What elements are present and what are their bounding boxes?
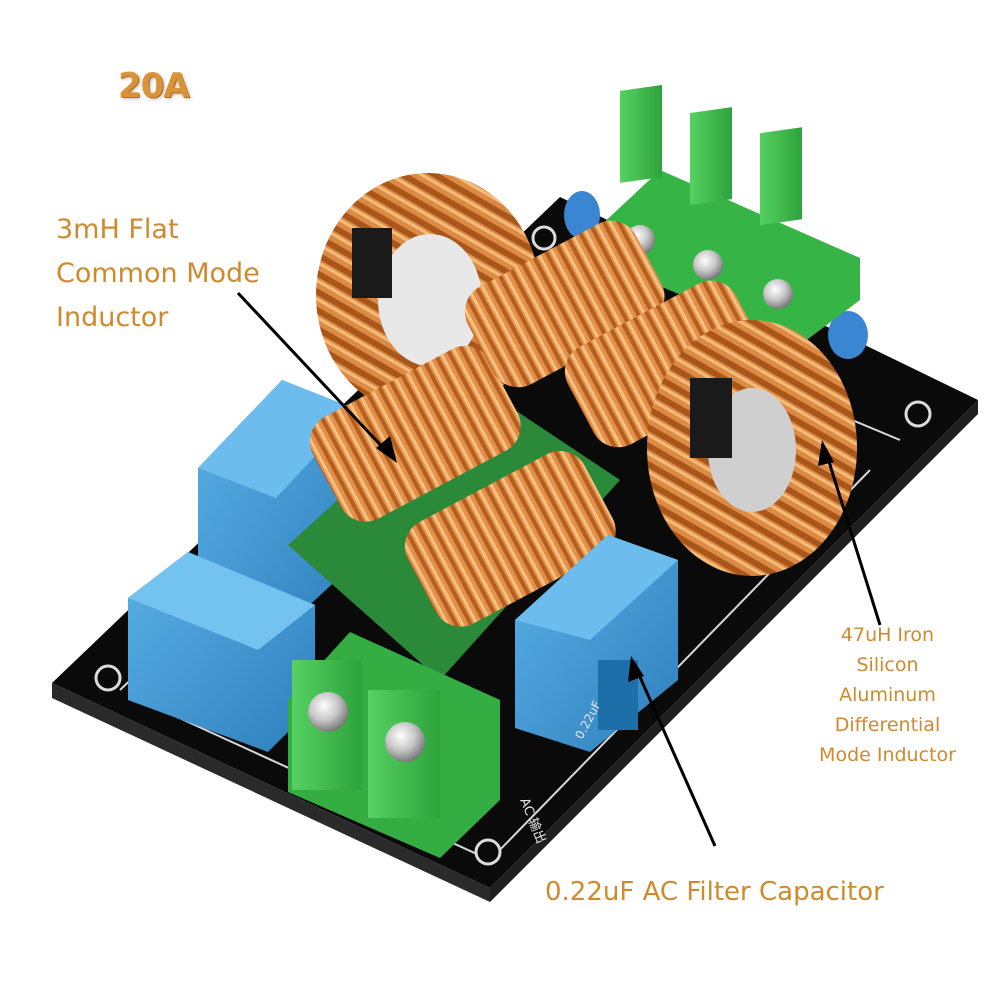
label-line: Mode Inductor [819, 744, 956, 766]
toroid-inductor-right [647, 320, 857, 576]
input-terminal-block [598, 84, 860, 345]
label-line: 3mH Flat [56, 214, 179, 245]
label-line: Silicon [856, 654, 919, 676]
label-line: Common Mode [56, 258, 260, 289]
disc-capacitors [564, 191, 868, 359]
label-line: Inductor [56, 302, 169, 333]
label-line: 47uH Iron [840, 624, 935, 646]
x-capacitor-front-right [515, 535, 678, 752]
pointer-arrows [236, 291, 882, 847]
differential-mode-inductor-label: 47uH Iron Silicon Aluminum Differential … [790, 620, 985, 770]
label-line: Aluminum [839, 684, 936, 706]
common-mode-inductor [288, 220, 765, 680]
common-mode-inductor-label: 3mH Flat Common Mode Inductor [56, 208, 336, 340]
filter-capacitor-label: 0.22uF AC Filter Capacitor [545, 877, 884, 907]
output-terminal-block [288, 632, 500, 858]
current-rating-title: 20A [118, 66, 190, 106]
x-capacitor-left-front [128, 552, 315, 752]
mounting-holes [94, 225, 932, 866]
label-line: Differential [834, 714, 941, 736]
